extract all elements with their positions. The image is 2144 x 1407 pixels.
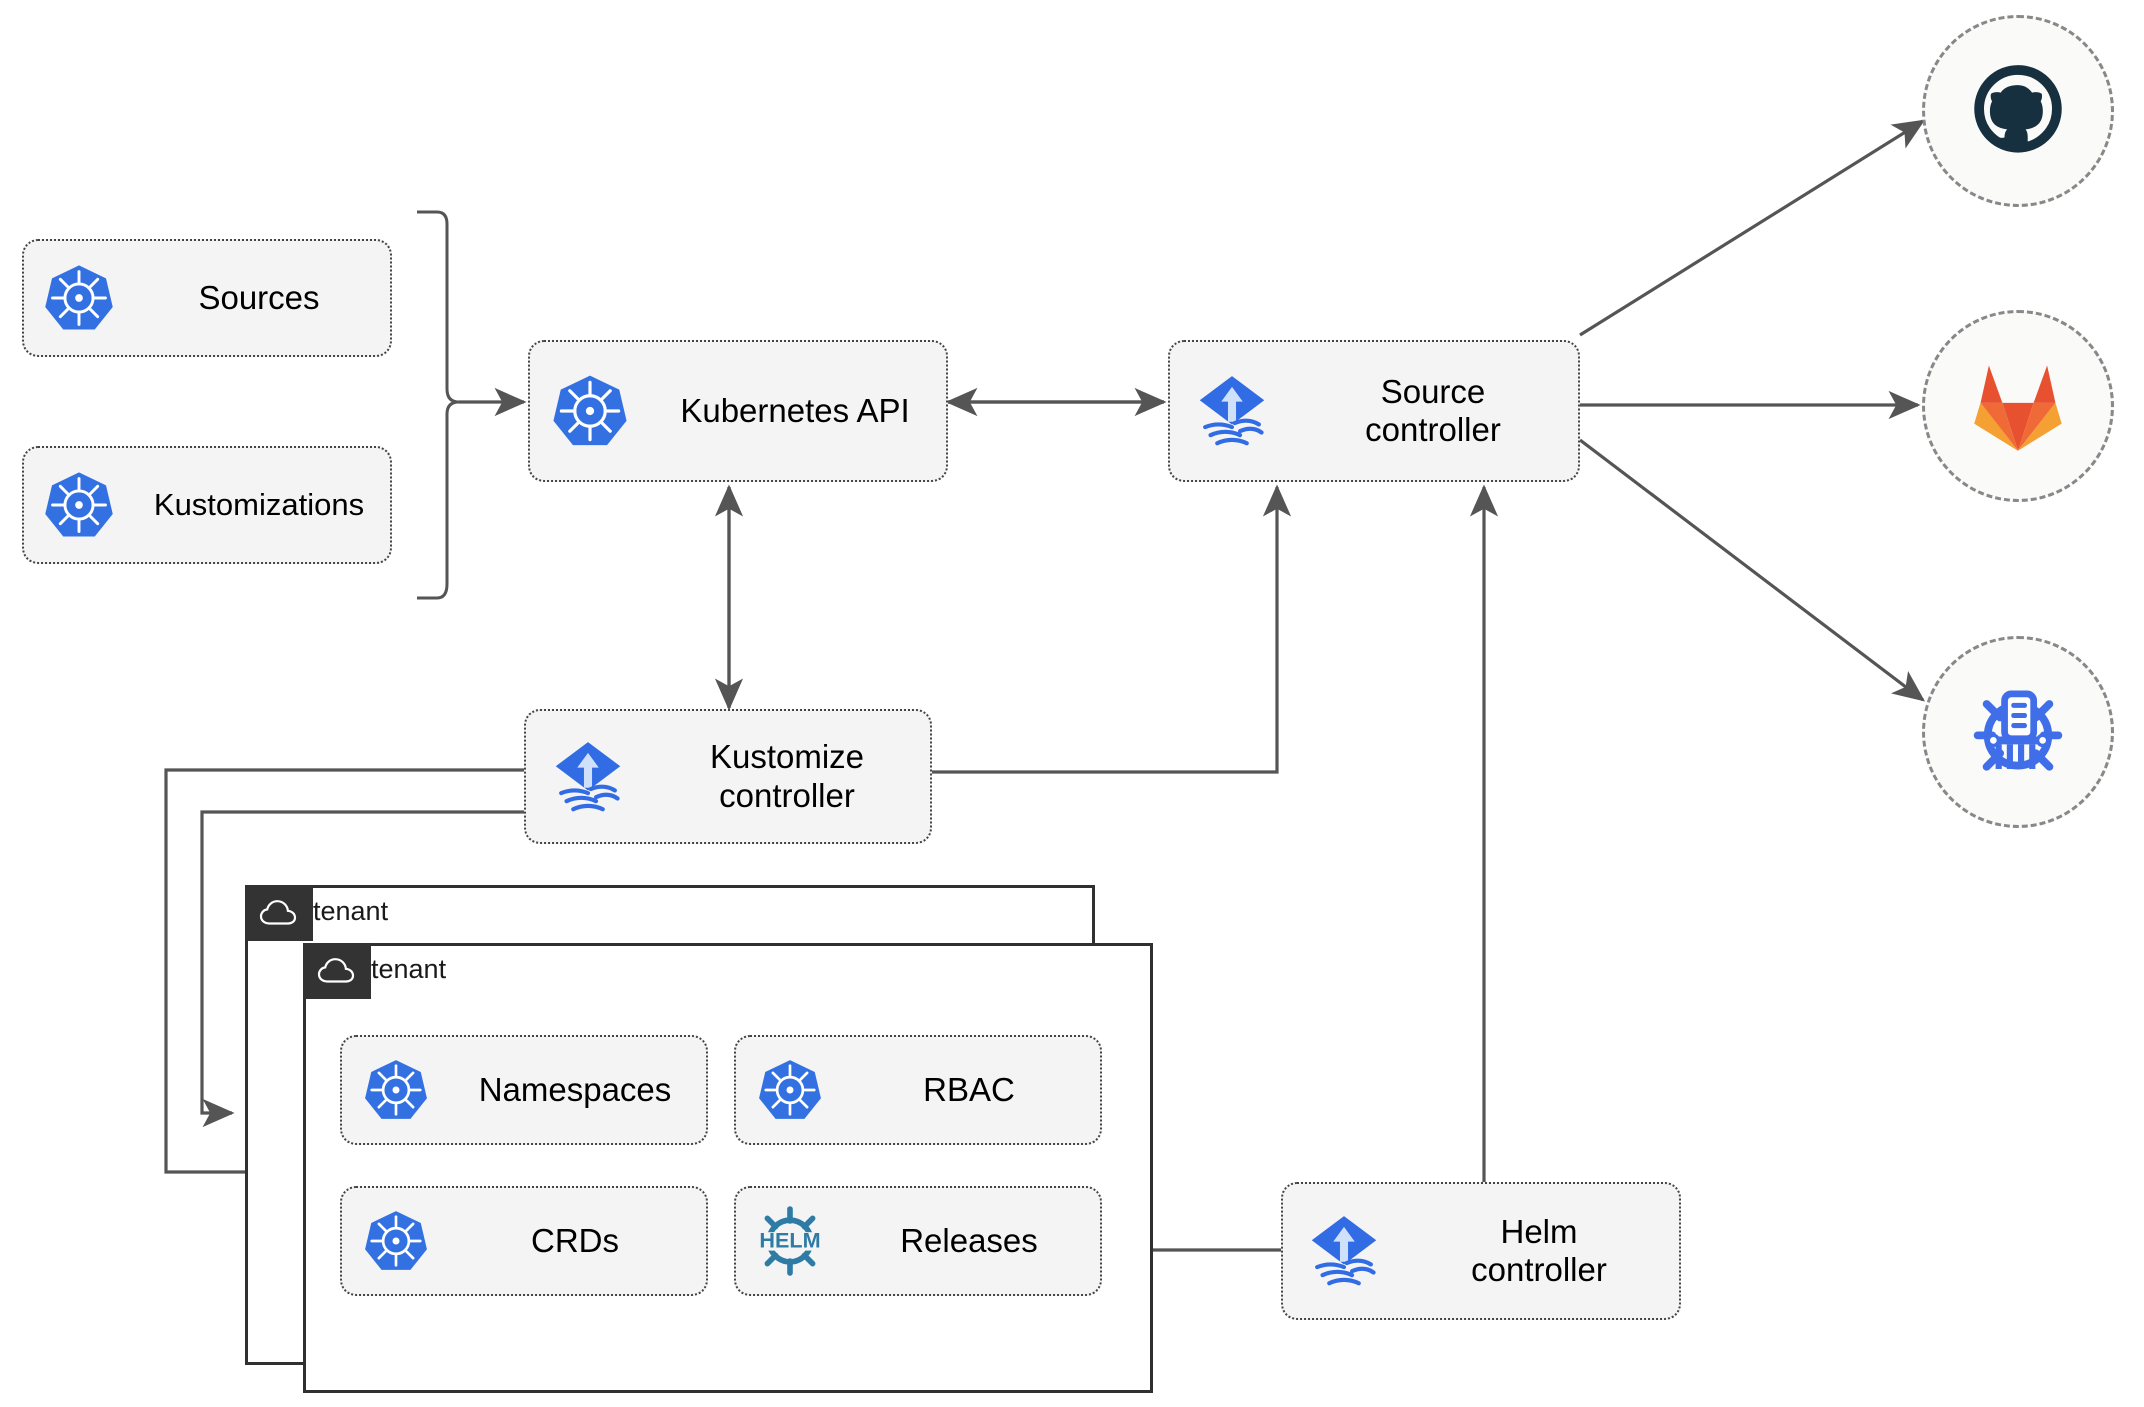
- cloud-icon: [259, 900, 297, 925]
- node-kustomizations[interactable]: Kustomizations: [22, 446, 392, 564]
- svg-text:HELM: HELM: [759, 1227, 820, 1252]
- node-rbac[interactable]: RBAC: [734, 1035, 1102, 1145]
- node-crds-label: CRDs: [531, 1221, 619, 1259]
- node-kubernetes-api-label: Kubernetes API: [680, 391, 910, 429]
- kubernetes-icon: [24, 469, 134, 541]
- node-helm-controller-label: Helm controller: [1471, 1212, 1607, 1288]
- tenant-label-front: tenant: [371, 954, 447, 984]
- provider-github[interactable]: [1922, 15, 2114, 207]
- github-icon: [1974, 65, 2062, 153]
- node-source-controller[interactable]: Source controller: [1168, 340, 1580, 482]
- tenant-header-front: [303, 943, 371, 999]
- tenant-label-back: tenant: [313, 896, 389, 926]
- node-namespaces-label: Namespaces: [478, 1070, 672, 1108]
- cloud-icon: [317, 958, 355, 983]
- provider-helm-repository[interactable]: [1922, 636, 2114, 828]
- kubernetes-icon: [24, 262, 134, 334]
- helm-icon: HELM: [736, 1201, 844, 1281]
- node-releases[interactable]: HELM Releases: [734, 1186, 1102, 1296]
- flux-icon: [1170, 368, 1294, 454]
- node-kubernetes-api[interactable]: Kubernetes API: [528, 340, 948, 482]
- tenant-container-front: tenant: [303, 943, 1153, 1393]
- node-crds[interactable]: CRDs: [340, 1186, 708, 1296]
- helm-repository-icon: [1973, 690, 2063, 771]
- node-sources-label: Sources: [198, 278, 320, 316]
- provider-gitlab[interactable]: [1922, 310, 2114, 502]
- flux-icon: [1283, 1208, 1405, 1294]
- flux-icon: [526, 734, 650, 820]
- kubernetes-icon: [342, 1057, 450, 1123]
- node-releases-label: Releases: [900, 1221, 1038, 1259]
- kubernetes-icon: [736, 1057, 844, 1123]
- node-kustomizations-label: Kustomizations: [153, 487, 365, 523]
- node-helm-controller[interactable]: Helm controller: [1281, 1182, 1681, 1320]
- node-source-controller-label: Source controller: [1365, 372, 1501, 448]
- tenant-header-back: [245, 885, 313, 941]
- node-rbac-label: RBAC: [923, 1070, 1015, 1108]
- node-kustomize-controller[interactable]: Kustomize controller: [524, 709, 932, 844]
- kubernetes-icon: [342, 1208, 450, 1274]
- gitlab-icon: [1974, 365, 2062, 451]
- node-sources[interactable]: Sources: [22, 239, 392, 357]
- node-namespaces[interactable]: Namespaces: [340, 1035, 708, 1145]
- kubernetes-icon: [530, 372, 650, 450]
- node-kustomize-controller-label: Kustomize controller: [709, 738, 865, 814]
